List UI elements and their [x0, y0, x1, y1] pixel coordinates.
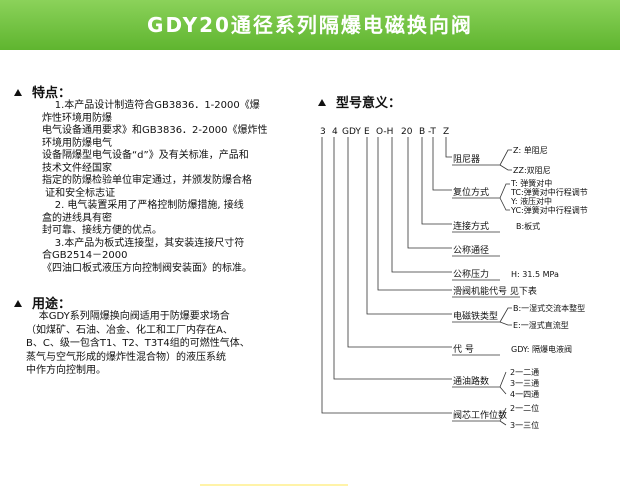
- position-option: 2一二位: [510, 403, 539, 413]
- text-line: （如煤矿、石油、冶金、化工和工厂内存在A、: [26, 324, 233, 336]
- reset-option: T: 弹簧对中: [510, 178, 552, 188]
- text-line: 3.本产品为板式连接型，其安装连接尺寸符: [42, 237, 245, 249]
- text-line: B、C、级一包含T1、T2、T3T4组的可燃性气体、: [26, 338, 250, 349]
- label-code: 代 号: [453, 344, 474, 355]
- field-options: Z: 单阻尼 ZZ:双阻尼 T: 弹簧对中 TC:弹簧对中行程调节 Y: 液压对…: [510, 145, 588, 430]
- text-line: 设备隔爆型电气设备“d”》及有关标准，产品和: [42, 150, 249, 161]
- triangle-icon: [14, 300, 22, 307]
- text-line: 封可靠、接线方便的优点。: [42, 225, 162, 236]
- oil-option: 2一二通: [510, 367, 539, 377]
- text-line: 《四油口板式液压方向控制阀安装面》的标准。: [42, 262, 252, 274]
- text-line: 电气设备通用要求》和GB3836．2-2000《爆炸性: [42, 125, 268, 136]
- code-char: 20: [401, 127, 413, 137]
- reset-option: Y: 液压对中: [510, 196, 552, 206]
- reset-option: YC:弹簧对中行程调节: [510, 205, 588, 215]
- reset-option: TC:弹簧对中行程调节: [510, 187, 588, 197]
- code-char: GDY: [342, 127, 361, 137]
- position-option: 3一三位: [510, 420, 539, 430]
- text-line: 1.本产品设计制造符合GB3836．1-2000《爆: [42, 100, 260, 111]
- damper-option: ZZ:双阻尼: [513, 166, 551, 175]
- label-pressure: 公称压力: [453, 268, 489, 280]
- coil-option: E:一湿式直流型: [513, 320, 569, 330]
- code-char: 3: [320, 127, 326, 137]
- model-code: 3 4 GDY E O-H 20 B -T Z: [320, 127, 449, 137]
- code-char: -T: [428, 127, 436, 137]
- text-line: 炸性环境用防爆: [42, 112, 112, 124]
- usage-heading: 用途：: [14, 293, 71, 312]
- damper-option: Z: 单阻尼: [513, 145, 548, 155]
- text-line: 指定的防爆检验单位审定通过，并颁发防爆合格: [42, 175, 252, 186]
- triangle-icon: [14, 89, 22, 96]
- text-line: 合GB2514－2000: [42, 250, 128, 261]
- label-bore: 公称通径: [453, 244, 489, 256]
- usage-text: 本GDY系列隔爆换向阀适用于防爆要求场合 （如煤矿、石油、冶金、化工和工厂内存在A…: [26, 310, 250, 378]
- oil-option: 3一三通: [510, 378, 539, 388]
- oil-option: 4一四通: [510, 389, 539, 399]
- pressure-value: H: 31.5 MPa: [511, 270, 559, 279]
- code-value: GDY: 隔爆电液阀: [511, 344, 572, 354]
- text-line: 本GDY系列隔爆换向阀适用于防爆要求场合: [26, 311, 230, 322]
- code-char: O-H: [376, 127, 393, 137]
- label-damper: 阻尼器: [453, 154, 480, 165]
- label-coil: 电磁铁类型: [453, 310, 498, 322]
- label-connection: 连接方式: [453, 220, 489, 232]
- diagram-lines: [321, 137, 520, 426]
- footer-divider: [200, 484, 348, 486]
- features-text: 1.本产品设计制造符合GB3836．1-2000《爆炸性环境用防爆电气设备通用要…: [42, 100, 267, 275]
- page-header: GDY20通径系列隔爆电磁换向阀: [0, 0, 620, 50]
- code-char: E: [364, 127, 370, 137]
- text-line: 蒸气与空气形成的爆炸性混合物）的液压系统: [26, 351, 226, 363]
- field-labels: 阻尼器 复位方式 连接方式 公称通径 公称压力 滑阀机能代号 见下表 电磁铁类型…: [453, 154, 537, 421]
- text-line: 中作方向控制用。: [26, 365, 106, 376]
- text-line: 环境用防爆电气: [42, 137, 112, 149]
- text-line: 技术文件经国家: [42, 162, 112, 174]
- text-line: 证和安全标志证: [42, 187, 116, 199]
- label-spool: 滑阀机能代号 见下表: [453, 285, 537, 297]
- label-positions: 阀芯工作位数: [453, 409, 507, 421]
- triangle-icon: [318, 99, 326, 106]
- text-line: 盒的进线具有密: [42, 212, 112, 224]
- code-char: 4: [332, 127, 338, 137]
- page-title: GDY20通径系列隔爆电磁换向阀: [147, 13, 473, 37]
- coil-option: B:一湿式交流本整型: [513, 303, 585, 313]
- code-char: B: [419, 127, 425, 137]
- text-line: 2. 电气装置采用了严格控制防爆措施, 接线: [42, 200, 244, 211]
- code-char: Z: [443, 127, 449, 137]
- connection-value: B:板式: [516, 221, 540, 231]
- features-heading: 特点：: [14, 82, 71, 101]
- label-oil-ports: 通油路数: [453, 375, 489, 387]
- model-heading: 型号意义：: [318, 92, 401, 111]
- label-reset: 复位方式: [453, 186, 489, 198]
